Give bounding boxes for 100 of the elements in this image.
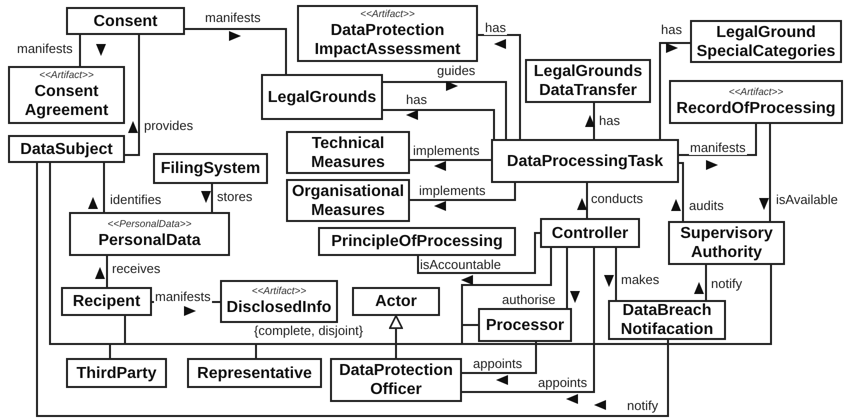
stereotype-label: <<PersonalData>> [108,218,192,230]
class-name: DataProtection Officer [338,361,454,399]
stereotype-label: <<Artifact>> [728,86,784,98]
association-line [462,342,537,374]
association-line [769,124,771,221]
class-name: Technical Measures [310,134,386,172]
class-name: Controller [552,224,628,242]
class-name: RecordOfProcessing [676,98,836,118]
edge-label: notify [626,398,660,413]
association-line [593,103,595,139]
class-name: Processor [486,316,564,334]
class-box [61,287,152,316]
class-box [491,139,679,183]
direction-arrow [570,291,580,303]
direction-arrow [759,198,769,210]
association-line [679,124,757,156]
class-name: DisclosedInfo [226,298,332,317]
class-name: DataProtection ImpactAssessment [314,20,462,58]
direction-arrow [434,161,446,171]
direction-arrow [96,44,106,56]
direction-arrow [95,267,105,279]
class-box [668,221,785,265]
direction-arrow [434,201,446,211]
class-box [608,300,726,340]
class-box [261,74,383,120]
direction-arrow [577,198,587,210]
class-box [286,131,410,174]
constraint-label: {complete, disjoint} [254,323,364,338]
edge-label: manifests [16,41,74,56]
class-name: DataSubject [20,140,113,158]
edge-label: manifests [689,140,747,155]
association-line [103,163,105,212]
direction-arrow [496,375,508,385]
class-name: Supervisory Authority [679,224,774,262]
class-name: Consent Agreement [24,82,110,120]
edge-label: conducts [590,191,644,206]
association-line [383,109,495,139]
class-box [478,308,572,342]
class-box [318,227,516,256]
direction-arrow [604,275,614,287]
class-name: DataBreach Notifacation [620,301,714,339]
edge-label: has [405,92,428,107]
class-box [8,135,125,163]
edge-label: isAvailable [775,192,839,207]
edge-label: has [660,22,683,37]
direction-arrow [566,394,578,404]
direction-arrow [694,282,704,294]
class-box [330,358,462,402]
association-line [410,159,491,161]
direction-arrow [671,199,681,211]
class-box [187,358,322,388]
edge-label: has [484,20,507,35]
class-name: Actor [375,292,417,311]
class-box [66,7,185,35]
association-line [410,183,516,201]
association-line [417,232,540,274]
class-name: LegalGround SpecialCategories [696,22,836,60]
association-line [211,184,213,212]
class-box [220,280,338,323]
edge-label: has [598,113,621,128]
edge-label: identifies [109,192,162,207]
class-box [66,358,167,388]
direction-arrow [201,191,211,203]
edge-label: appoints [537,375,588,390]
class-name: FilingSystem [160,159,260,178]
association-line [615,248,617,300]
direction-arrow [229,31,241,41]
class-name: LegalGrounds [268,88,376,106]
association-line [36,163,669,417]
direction-arrow [585,115,595,127]
class-name: PersonalData [98,230,201,250]
class-name: Recipent [72,292,140,311]
stereotype-label: <<Artifact>> [252,286,306,298]
edge-label: audits [688,198,725,213]
direction-arrow [446,81,458,91]
class-box [69,212,230,256]
class-box [352,287,440,316]
class-name: Consent [94,12,158,30]
edge-label: guides [436,63,476,78]
direction-arrow [666,43,678,53]
class-name: LegalGrounds DataTransfer [532,62,644,100]
edge-label: provides [143,118,194,133]
class-box [297,5,478,62]
edge-label: implements [418,183,486,198]
direction-arrow [184,306,196,316]
class-name: Organisational Measures [290,182,406,220]
class-name: PrincipleOfProcessing [331,232,503,251]
direction-arrow [406,110,418,120]
association-line [79,35,81,66]
association-line [566,248,568,308]
association-line [478,34,521,139]
class-box [669,80,843,124]
class-box [690,20,842,63]
class-box [540,218,640,248]
association-line [586,183,588,218]
class-name: DataProcessingTask [506,152,664,170]
stereotype-label: <<Artifact>> [360,8,415,20]
class-box [525,59,651,103]
class-name: ThirdParty [76,364,156,382]
association-line [185,28,287,74]
